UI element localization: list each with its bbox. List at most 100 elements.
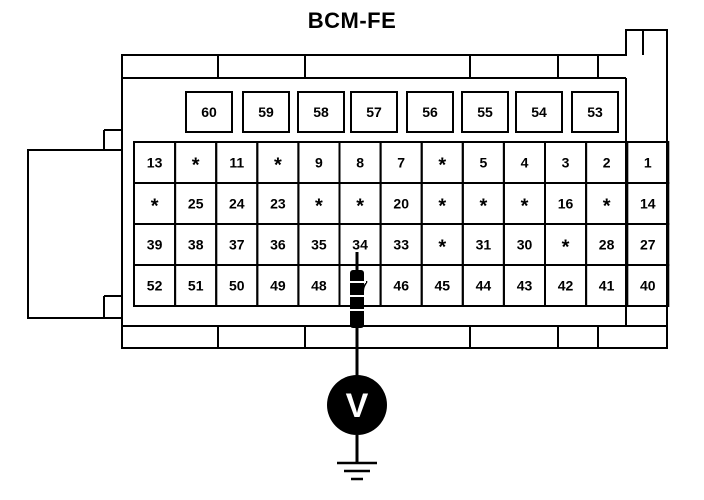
top-pin-label: 55 <box>477 104 493 120</box>
pin-label: * <box>562 237 570 259</box>
empty-cavity: * <box>420 182 464 225</box>
pin-label: 34 <box>352 237 368 253</box>
pin-label: 30 <box>517 237 533 253</box>
pin-44: 44 <box>461 264 505 307</box>
pin-label: * <box>438 196 446 218</box>
pin-1: 1 <box>626 141 670 184</box>
pin-label: 24 <box>229 196 245 212</box>
top-pin-55: 55 <box>461 91 509 133</box>
top-pin-label: 53 <box>587 104 603 120</box>
top-pin-label: 56 <box>422 104 438 120</box>
pin-label: * <box>315 196 323 218</box>
pin-label: 14 <box>640 196 656 212</box>
pin-42: 42 <box>544 264 588 307</box>
top-pin-label: 60 <box>201 104 217 120</box>
pin-label: 27 <box>640 237 656 253</box>
pin-label: 39 <box>147 237 163 253</box>
pin-label: 13 <box>147 155 163 171</box>
pin-25: 25 <box>174 182 218 225</box>
pin-label: 7 <box>397 155 405 171</box>
pin-label: 31 <box>476 237 492 253</box>
pin-label: 42 <box>558 278 574 294</box>
top-pin-58: 58 <box>297 91 345 133</box>
pin-14: 14 <box>626 182 670 225</box>
pin-label: 11 <box>229 155 244 171</box>
pin-label: 5 <box>480 155 488 171</box>
pin-label: * <box>151 196 159 218</box>
pin-31: 31 <box>461 223 505 266</box>
pin-label: * <box>192 155 200 177</box>
pin-label: * <box>274 155 282 177</box>
pin-label: 50 <box>229 278 245 294</box>
top-pin-label: 57 <box>366 104 382 120</box>
pin-23: 23 <box>256 182 300 225</box>
pin-13: 13 <box>133 141 177 184</box>
pin-label: 44 <box>476 278 492 294</box>
empty-cavity: * <box>420 141 464 184</box>
pin-label: 52 <box>147 278 163 294</box>
pin-label: 49 <box>270 278 286 294</box>
pin-label: 25 <box>188 196 204 212</box>
pin-16: 16 <box>544 182 588 225</box>
pin-2: 2 <box>585 141 629 184</box>
top-pin-54: 54 <box>515 91 563 133</box>
pin-3: 3 <box>544 141 588 184</box>
pin-48: 48 <box>297 264 341 307</box>
voltmeter-icon <box>327 375 387 435</box>
pin-label: 38 <box>188 237 204 253</box>
empty-cavity: * <box>297 182 341 225</box>
pin-49: 49 <box>256 264 300 307</box>
pin-label: 40 <box>640 278 656 294</box>
pin-28: 28 <box>585 223 629 266</box>
pin-41: 41 <box>585 264 629 307</box>
pin-label: 41 <box>599 278 615 294</box>
pin-45: 45 <box>420 264 464 307</box>
pin-label: 4 <box>521 155 529 171</box>
pin-label: 36 <box>270 237 286 253</box>
pin-label: 8 <box>356 155 364 171</box>
pin-37: 37 <box>215 223 259 266</box>
pin-label: * <box>521 196 529 218</box>
pin-33: 33 <box>379 223 423 266</box>
pin-27: 27 <box>626 223 670 266</box>
pin-label: 43 <box>517 278 533 294</box>
voltmeter-symbol: V <box>346 387 369 425</box>
pin-label: * <box>480 196 488 218</box>
empty-cavity: * <box>461 182 505 225</box>
pin-label: 33 <box>393 237 409 253</box>
pin-50: 50 <box>215 264 259 307</box>
pin-label: 37 <box>229 237 245 253</box>
pin-label: 2 <box>603 155 611 171</box>
top-pin-label: 54 <box>531 104 547 120</box>
empty-cavity: * <box>256 141 300 184</box>
pin-30: 30 <box>502 223 546 266</box>
pin-36: 36 <box>256 223 300 266</box>
ground-icon <box>337 461 377 481</box>
pin-38: 38 <box>174 223 218 266</box>
pin-20: 20 <box>379 182 423 225</box>
pin-51: 51 <box>174 264 218 307</box>
pin-label: 48 <box>311 278 327 294</box>
pin-label: 28 <box>599 237 615 253</box>
pin-label: 1 <box>644 155 652 171</box>
top-pin-label: 59 <box>258 104 274 120</box>
pin-52: 52 <box>133 264 177 307</box>
pin-39: 39 <box>133 223 177 266</box>
top-pin-row: 60 59 58 57 56 55 54 53 <box>185 91 619 133</box>
pin-5: 5 <box>461 141 505 184</box>
top-pin-60: 60 <box>185 91 233 133</box>
pin-43: 43 <box>502 264 546 307</box>
pin-35: 35 <box>297 223 341 266</box>
pin-label: 23 <box>270 196 286 212</box>
pin-7: 7 <box>379 141 423 184</box>
connector-housing <box>27 29 668 349</box>
top-pin-59: 59 <box>242 91 290 133</box>
empty-cavity: * <box>502 182 546 225</box>
top-pin-53: 53 <box>571 91 619 133</box>
pin-46: 46 <box>379 264 423 307</box>
connector-title: BCM-FE <box>307 8 397 33</box>
pin-40: 40 <box>626 264 670 307</box>
pin-label: * <box>603 196 611 218</box>
probe-tip <box>350 270 364 328</box>
